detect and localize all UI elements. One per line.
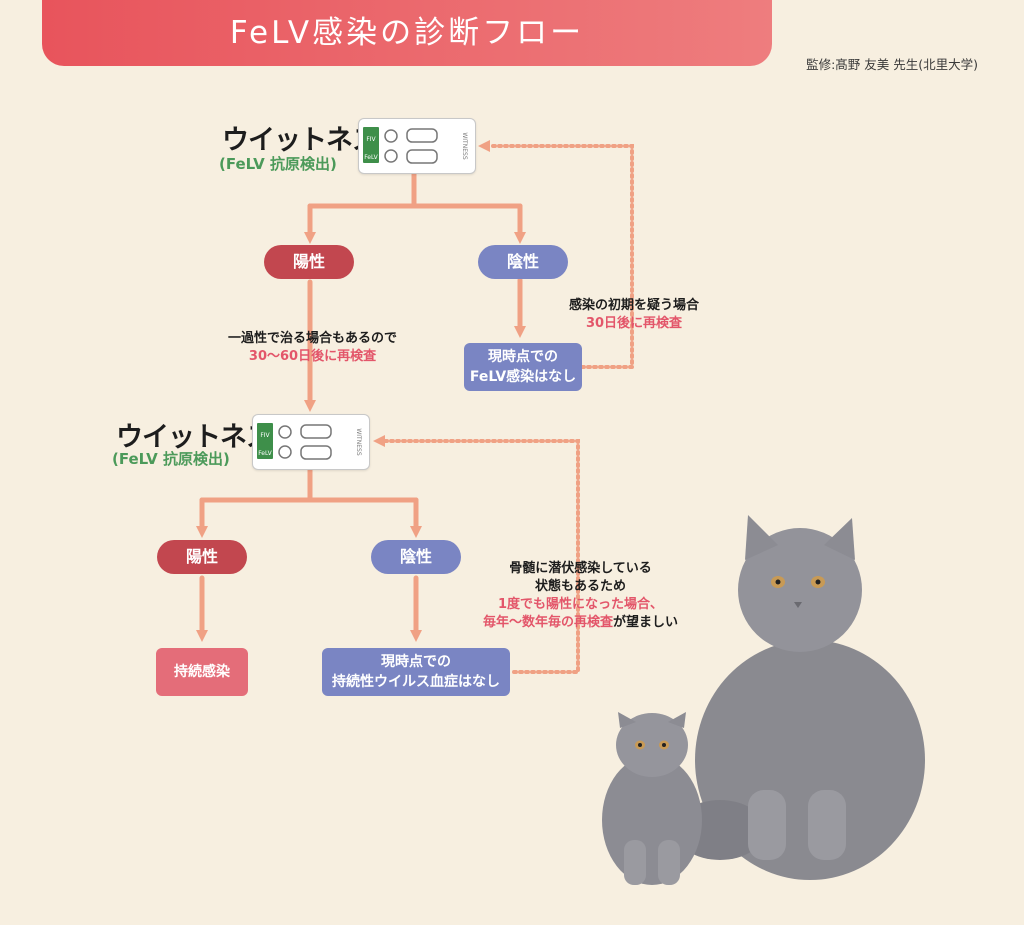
dotted-retest-loop-2 — [383, 439, 580, 674]
negative-pill-1: 陰性 — [478, 245, 568, 279]
negative-pill-2: 陰性 — [371, 540, 461, 574]
brand-name-2: ウイットネス® — [116, 415, 281, 453]
kit-label-fiv: FIV — [366, 136, 376, 143]
test-kit-image-1: FIV FeLV WITNESS — [358, 118, 476, 174]
brand-subtitle-2: (FeLV 抗原検出) — [112, 450, 230, 468]
kitten — [602, 712, 702, 885]
brand-subtitle-1: (FeLV 抗原検出) — [219, 155, 337, 173]
brand-name-1: ウイットネス® — [222, 118, 387, 156]
supervisor-credit: 監修:髙野 友美 先生(北里大学) — [806, 57, 978, 72]
no-viremia-box: 現時点での持続性ウイルス血症はなし — [322, 648, 510, 696]
kit-label-fiv: FIV — [260, 432, 270, 439]
positive-pill-1: 陽性 — [264, 245, 354, 279]
latent-infection-note: 骨髄に潜伏感染している 状態もあるため 1度でも陽性になった場合、 毎年～数年毎… — [482, 561, 679, 630]
page-title: FeLV感染の診断フロー — [229, 15, 585, 51]
retest-early-note: 感染の初期を疑う場合 30日後に再検査 — [568, 298, 699, 331]
kit-label-felv: FeLV — [258, 450, 272, 457]
connector-kit1-split — [307, 169, 523, 209]
connector-kit2-split — [199, 467, 419, 503]
kit-side-text: WITNESS — [355, 428, 362, 455]
title-banner — [42, 0, 772, 66]
dotted-retest-loop-1 — [488, 144, 634, 369]
transient-note: 一過性で治る場合もあるので 30～60日後に再検査 — [227, 331, 397, 364]
dotted-arrowhead-2 — [373, 435, 385, 447]
adult-cat — [675, 515, 925, 880]
positive-pill-2: 陽性 — [157, 540, 247, 574]
kit-side-text: WITNESS — [461, 132, 468, 159]
test-kit-image-2: FIV FeLV WITNESS — [252, 414, 370, 470]
persistent-infection-box: 持続感染 — [156, 648, 248, 696]
kit-label-felv: FeLV — [364, 154, 378, 161]
dotted-arrowhead-1 — [478, 140, 490, 152]
